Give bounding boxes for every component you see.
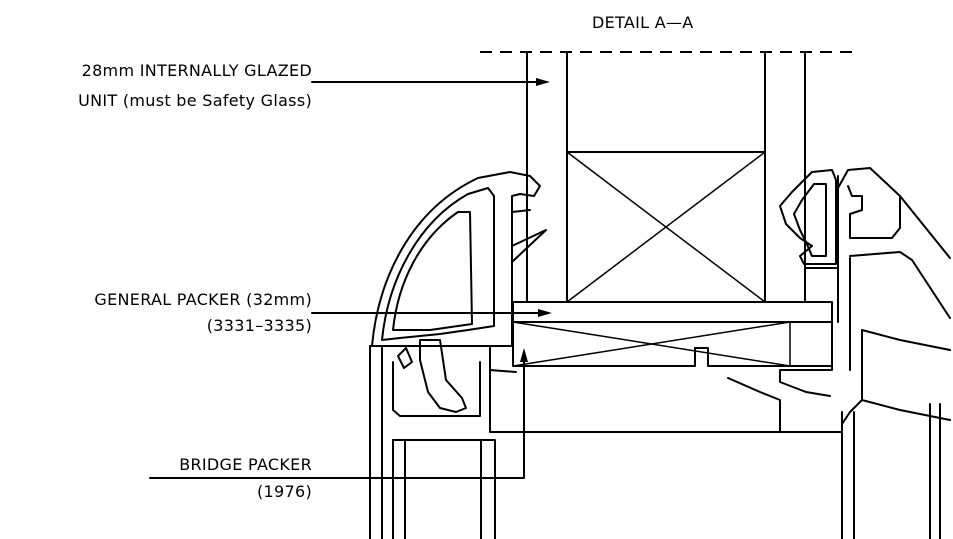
right-gasket bbox=[779, 169, 837, 265]
glazed-unit-label-line1: 28mm INTERNALLY GLAZED bbox=[82, 61, 312, 80]
general-packer-label-line1: GENERAL PACKER (32mm) bbox=[94, 290, 312, 309]
glazed-unit-label-line2: UNIT (must be Safety Glass) bbox=[78, 91, 312, 110]
frame-profile-right bbox=[779, 167, 951, 539]
bridge-packer-label-line2: (1976) bbox=[257, 482, 312, 501]
spacer-bar bbox=[566, 151, 766, 303]
callout-glazed-unit: 28mm INTERNALLY GLAZED UNIT (must be Saf… bbox=[78, 61, 550, 110]
leader-line bbox=[149, 359, 525, 479]
arrow-icon bbox=[536, 78, 550, 86]
glazing-bead bbox=[371, 171, 547, 347]
general-packer bbox=[512, 301, 833, 323]
arrow-icon bbox=[520, 348, 528, 362]
callout-general-packer: GENERAL PACKER (32mm) (3331–3335) bbox=[94, 290, 552, 335]
general-packer-label-line2: (3331–3335) bbox=[207, 316, 312, 335]
bridge-packer-label-line1: BRIDGE PACKER bbox=[179, 455, 312, 474]
bead-clip bbox=[397, 339, 467, 413]
callout-bridge-packer: BRIDGE PACKER (1976) bbox=[149, 348, 528, 501]
arrow-icon bbox=[538, 309, 552, 317]
glazed-unit bbox=[526, 51, 806, 303]
detail-title: DETAIL A—A bbox=[592, 13, 694, 32]
sash-profile-left bbox=[369, 345, 781, 539]
bridge-packer bbox=[512, 321, 833, 367]
